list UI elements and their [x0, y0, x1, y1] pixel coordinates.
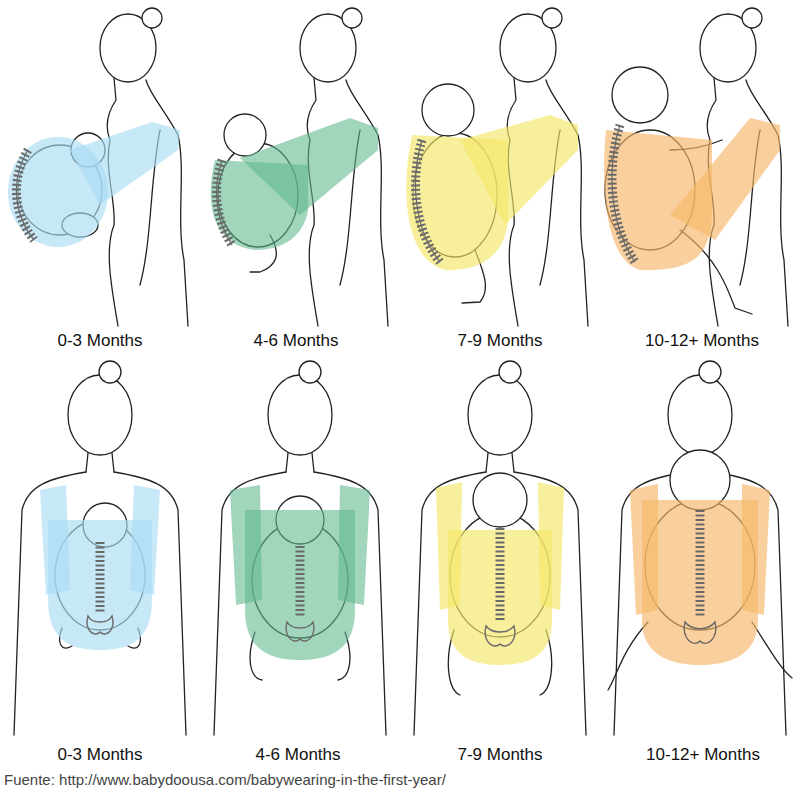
- drawing-part: [14, 361, 186, 735]
- drawing-part: [612, 125, 635, 262]
- age-label: 4-6 Months: [255, 745, 340, 765]
- drawing-part: [240, 118, 378, 215]
- drawing-part: [230, 485, 262, 605]
- drawing-part: [214, 361, 386, 735]
- side-view-0-3: [8, 8, 188, 326]
- back-view-10-12: [608, 361, 792, 735]
- side-view-7-9: [406, 8, 588, 326]
- drawing-part: [286, 622, 314, 641]
- side-view-4-6: [211, 8, 388, 326]
- age-label: 7-9 Months: [457, 745, 542, 765]
- drawing-part: [436, 482, 462, 610]
- drawing-part: [87, 616, 113, 634]
- drawing-part: [416, 140, 440, 262]
- drawing-part: [642, 500, 758, 665]
- drawing-part: [742, 484, 770, 615]
- drawing-part: [612, 67, 668, 123]
- back-view-7-9: [414, 361, 586, 735]
- age-label: 0-3 Months: [57, 745, 142, 765]
- drawing-part: [485, 626, 515, 646]
- drawing-part: [496, 528, 505, 622]
- drawing-part: [460, 115, 578, 225]
- age-label: 4-6 Months: [253, 331, 338, 351]
- drawing-part: [630, 484, 658, 615]
- age-label: 10-12+ Months: [646, 745, 760, 765]
- drawing-part: [473, 473, 527, 527]
- back-view-0-3: [14, 361, 186, 735]
- drawing-part: [17, 150, 34, 240]
- back-view-4-6: [214, 361, 386, 735]
- age-label: 7-9 Months: [457, 331, 542, 351]
- drawing-part: [670, 118, 780, 240]
- drawing-part: [17, 150, 34, 240]
- drawing-part: [422, 84, 474, 136]
- age-label: 10-12+ Months: [645, 331, 759, 351]
- drawing-part: [338, 485, 370, 605]
- side-view-10-12: [604, 8, 788, 326]
- drawing-part: [217, 160, 232, 245]
- drawing-part: [612, 125, 635, 262]
- drawing-part: [217, 160, 232, 245]
- drawing-part: [538, 482, 564, 610]
- drawing-part: [224, 114, 266, 156]
- drawing-part: [684, 622, 716, 643]
- drawing-part: [614, 361, 786, 735]
- drawing-part: [70, 122, 180, 205]
- drawing-part: [414, 361, 586, 735]
- drawing-part: [96, 542, 105, 612]
- drawing-part: [696, 510, 705, 618]
- drawing-part: [296, 546, 305, 618]
- age-label: 0-3 Months: [57, 331, 142, 351]
- drawing-part: [416, 140, 440, 262]
- drawing-part: [130, 485, 160, 595]
- drawing-part: [40, 485, 70, 595]
- source-caption: Fuente: http://www.babydoousa.com/babywe…: [4, 771, 446, 788]
